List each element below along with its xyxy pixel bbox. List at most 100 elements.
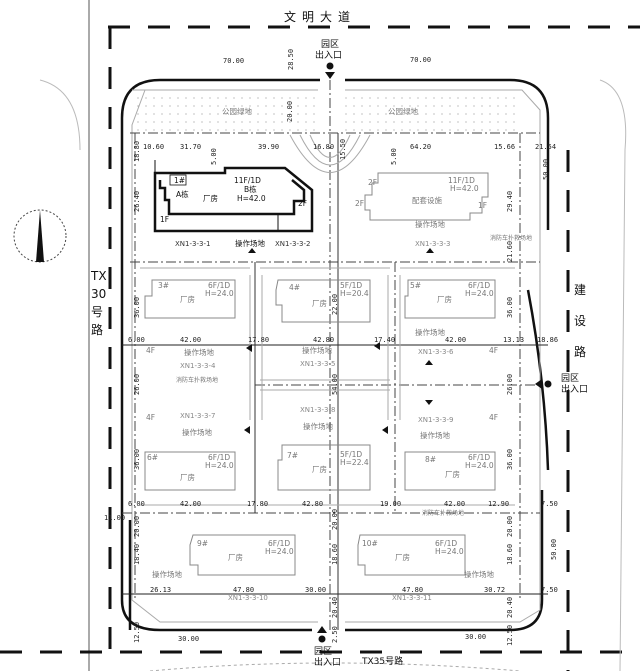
- svg-text:XN1-3-3-6: XN1-3-3-6: [418, 348, 454, 356]
- green-label-west: 公园绿地: [222, 106, 252, 116]
- svg-text:6.00: 6.00: [128, 336, 145, 344]
- svg-text:消防车扑救场地: 消防车扑救场地: [490, 234, 532, 242]
- svg-text:厂房: 厂房: [228, 552, 243, 562]
- svg-text:厂房: 厂房: [180, 472, 195, 482]
- svg-text:H=24.0: H=24.0: [435, 547, 464, 556]
- building-4: 4# 5F/1D H=20.4 厂房: [275, 279, 371, 323]
- svg-text:42.00: 42.00: [444, 500, 465, 508]
- svg-text:42.00: 42.00: [445, 336, 466, 344]
- svg-text:30.00: 30.00: [465, 633, 486, 641]
- entrance-east: 园区 出入口: [535, 373, 588, 395]
- svg-text:H=20.4: H=20.4: [340, 289, 369, 298]
- svg-text:XN1-3-3-3: XN1-3-3-3: [415, 240, 450, 248]
- svg-text:操作场地: 操作场地: [152, 569, 182, 579]
- svg-text:21.60: 21.60: [506, 241, 514, 262]
- svg-text:21.54: 21.54: [535, 143, 556, 151]
- svg-text:XN1-3-3-9: XN1-3-3-9: [418, 416, 453, 424]
- svg-text:4F: 4F: [489, 413, 498, 422]
- svg-text:17.80: 17.80: [248, 336, 269, 344]
- svg-text:厂房: 厂房: [312, 464, 327, 474]
- site-boundary-east-mid: [526, 289, 550, 471]
- svg-text:厂房: 厂房: [312, 298, 327, 308]
- svg-text:30.00: 30.00: [305, 586, 326, 594]
- svg-text:厂房: 厂房: [203, 193, 218, 203]
- entrance-south: 园区 出入口: [314, 626, 341, 668]
- road-curve-right: [599, 79, 627, 671]
- floor-tags: 4F 4F 4F 4F: [146, 346, 498, 422]
- svg-text:30: 30: [91, 287, 106, 301]
- road-name-right: 建 设 路: [574, 283, 586, 359]
- svg-text:6.00: 6.00: [128, 500, 145, 508]
- svg-text:建: 建: [574, 283, 586, 297]
- svg-text:4F: 4F: [146, 413, 155, 422]
- svg-text:30.72: 30.72: [484, 586, 505, 594]
- svg-text:50.00: 50.00: [550, 539, 558, 560]
- svg-text:18.86: 18.86: [537, 336, 558, 344]
- building-5: 5# 6F/1D H=24.0 厂房: [404, 279, 496, 319]
- svg-text:29.40: 29.40: [506, 191, 514, 212]
- svg-text:H=22.4: H=22.4: [340, 458, 369, 467]
- svg-text:3#: 3#: [158, 281, 169, 290]
- svg-text:18.80: 18.80: [133, 141, 141, 162]
- svg-text:路: 路: [91, 322, 103, 337]
- svg-text:XN1-3-3-1: XN1-3-3-1: [175, 240, 210, 248]
- svg-text:9#: 9#: [197, 539, 208, 548]
- building-6: 6# 6F/1D H=24.0 厂房: [144, 451, 236, 491]
- road-name-bottom: TX35号路: [361, 655, 403, 667]
- green-label-east: 公园绿地: [388, 106, 418, 116]
- svg-text:操作场地: 操作场地: [415, 219, 445, 229]
- svg-text:6F/1D: 6F/1D: [208, 453, 230, 462]
- dimension-labels: 70.00 28.50 70.00 20.00 10.60 31.70 39.9…: [104, 49, 558, 646]
- svg-text:4#: 4#: [289, 283, 300, 292]
- svg-text:H=42.0: H=42.0: [450, 184, 479, 193]
- svg-text:8#: 8#: [425, 455, 436, 464]
- svg-text:18.60: 18.60: [331, 544, 339, 565]
- svg-text:7#: 7#: [287, 451, 298, 460]
- svg-text:5#: 5#: [410, 281, 421, 290]
- svg-text:园区: 园区: [321, 39, 339, 50]
- svg-text:消防车扑救场地: 消防车扑救场地: [422, 509, 464, 517]
- svg-text:H=24.0: H=24.0: [465, 289, 494, 298]
- svg-text:H=24.0: H=24.0: [205, 289, 234, 298]
- svg-text:18.40: 18.40: [133, 544, 141, 565]
- svg-text:4F: 4F: [146, 346, 155, 355]
- svg-text:1F: 1F: [160, 215, 169, 224]
- svg-text:11.00: 11.00: [104, 514, 125, 522]
- svg-text:11F/1D: 11F/1D: [234, 176, 261, 185]
- svg-text:操作场地: 操作场地: [302, 345, 332, 355]
- svg-text:30.00: 30.00: [178, 635, 199, 643]
- svg-text:号: 号: [91, 305, 103, 319]
- svg-text:XN1-3-3-5: XN1-3-3-5: [300, 360, 335, 368]
- svg-text:6F/1D: 6F/1D: [435, 539, 457, 548]
- road-curve-left: [39, 79, 81, 151]
- svg-text:厂房: 厂房: [437, 294, 452, 304]
- svg-text:XN1-3-3-2: XN1-3-3-2: [275, 240, 310, 248]
- work-area-labels: 操作场地 操作场地 操作场地 操作场地 操作场地 操作场地 操作场地 操作场地 …: [152, 238, 494, 579]
- svg-text:20.40: 20.40: [506, 597, 514, 618]
- site-boundary-southeast: [345, 490, 544, 632]
- svg-text:操作场地: 操作场地: [235, 238, 265, 248]
- north-arrow-icon: [13, 209, 67, 263]
- svg-text:园区: 园区: [314, 646, 332, 657]
- svg-text:XN1-3-3-7: XN1-3-3-7: [180, 412, 215, 420]
- svg-text:36.00: 36.00: [133, 297, 141, 318]
- road-curve-bottom: [149, 662, 521, 671]
- svg-text:70.00: 70.00: [410, 56, 431, 64]
- svg-text:36.00: 36.00: [506, 297, 514, 318]
- svg-text:1F: 1F: [478, 201, 487, 210]
- svg-text:47.80: 47.80: [402, 586, 423, 594]
- svg-text:4F: 4F: [489, 346, 498, 355]
- svg-text:17.80: 17.80: [247, 500, 268, 508]
- svg-text:10#: 10#: [362, 539, 378, 548]
- svg-text:26.00: 26.00: [133, 374, 141, 395]
- svg-text:20.40: 20.40: [331, 597, 339, 618]
- svg-text:15.50: 15.50: [339, 139, 347, 160]
- svg-text:26.40: 26.40: [133, 191, 141, 212]
- svg-text:XN1-3-3-10: XN1-3-3-10: [228, 594, 268, 602]
- svg-text:64.20: 64.20: [410, 143, 431, 151]
- building-7: 7# 5F/1D H=22.4 厂房: [277, 444, 371, 491]
- svg-text:5F/1D: 5F/1D: [340, 450, 362, 459]
- svg-text:TX: TX: [90, 269, 107, 283]
- svg-text:6F/1D: 6F/1D: [208, 281, 230, 290]
